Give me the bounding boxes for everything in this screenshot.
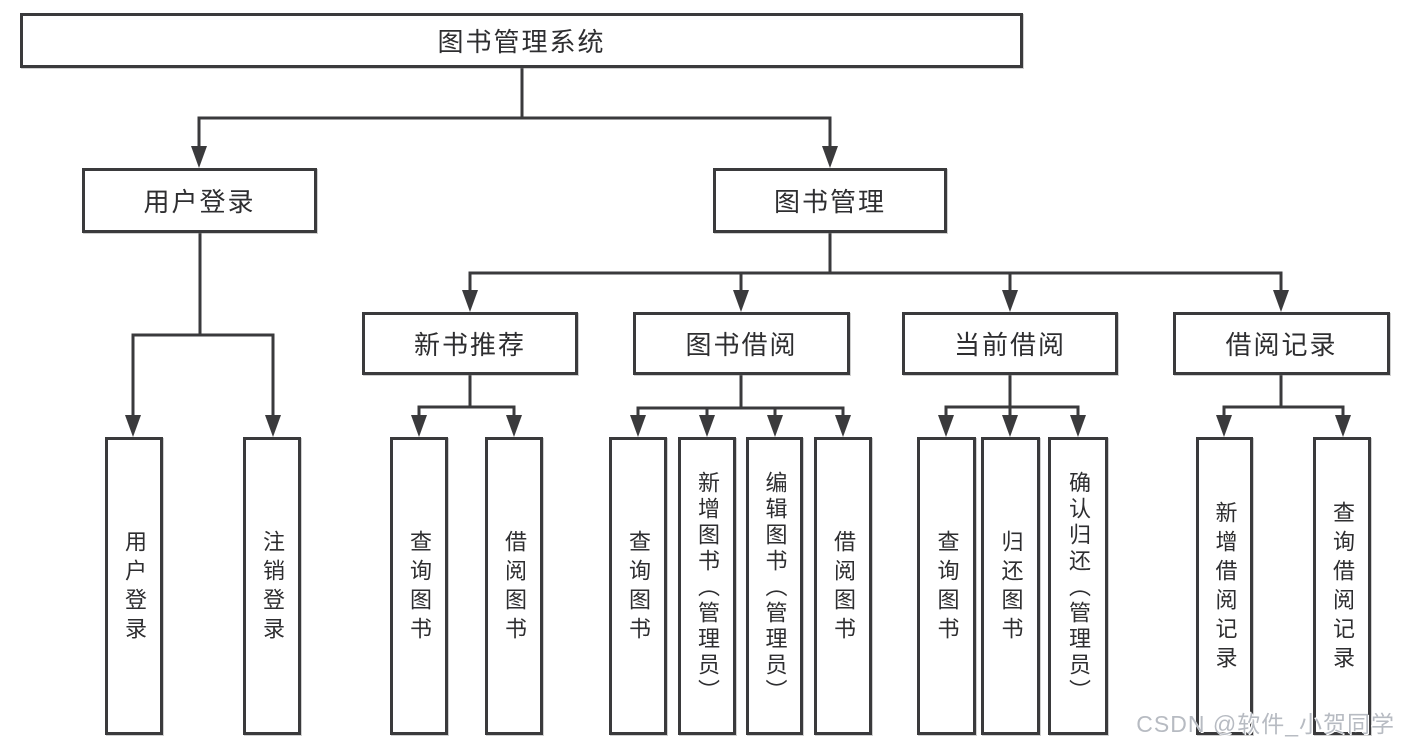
- leaf-confirm-return-admin: 确认归还（管理员）: [1048, 437, 1108, 735]
- node-book-borrow: 图书借阅: [633, 312, 850, 375]
- node-new-book-recommend: 新书推荐: [362, 312, 578, 375]
- node-borrow-record: 借阅记录: [1173, 312, 1390, 375]
- leaf-borrow-books: 借阅图书: [814, 437, 872, 735]
- node-user-login: 用户登录: [82, 168, 317, 233]
- csdn-watermark: CSDN @软件_小贺同学: [1136, 711, 1395, 737]
- leaf-add-borrow-record: 新增借阅记录: [1196, 437, 1253, 735]
- node-book-management: 图书管理: [713, 168, 947, 233]
- leaf-query-books-recommend: 查询图书: [390, 437, 448, 735]
- leaf-logout: 注销登录: [243, 437, 301, 735]
- leaf-borrow-books-recommend: 借阅图书: [485, 437, 543, 735]
- leaf-add-book-admin: 新增图书（管理员）: [678, 437, 736, 735]
- leaf-query-books-current: 查询图书: [917, 437, 976, 735]
- node-current-borrow: 当前借阅: [902, 312, 1118, 375]
- node-root-library-system: 图书管理系统: [20, 13, 1023, 68]
- connector-arrowheads: [125, 146, 1351, 437]
- leaf-edit-book-admin: 编辑图书（管理员）: [746, 437, 803, 735]
- leaf-query-borrow-record: 查询借阅记录: [1313, 437, 1371, 735]
- leaf-return-books: 归还图书: [981, 437, 1040, 735]
- leaf-query-books-borrow: 查询图书: [609, 437, 667, 735]
- leaf-user-login: 用户登录: [105, 437, 163, 735]
